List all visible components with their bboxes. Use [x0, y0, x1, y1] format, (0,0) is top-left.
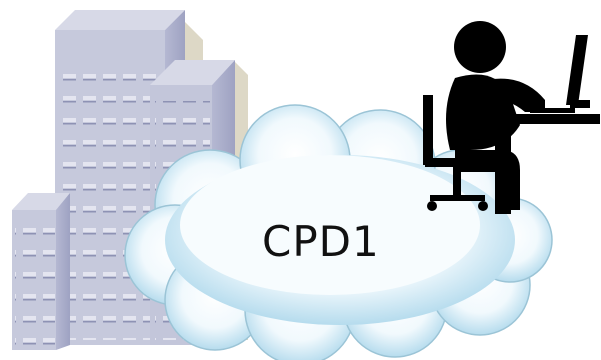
desk-worker-icon: [423, 21, 600, 214]
cloud-shape: [124, 104, 553, 360]
cloud-label: CPD1: [262, 217, 380, 266]
tall-tower: [55, 10, 185, 345]
left-building: [12, 193, 70, 350]
